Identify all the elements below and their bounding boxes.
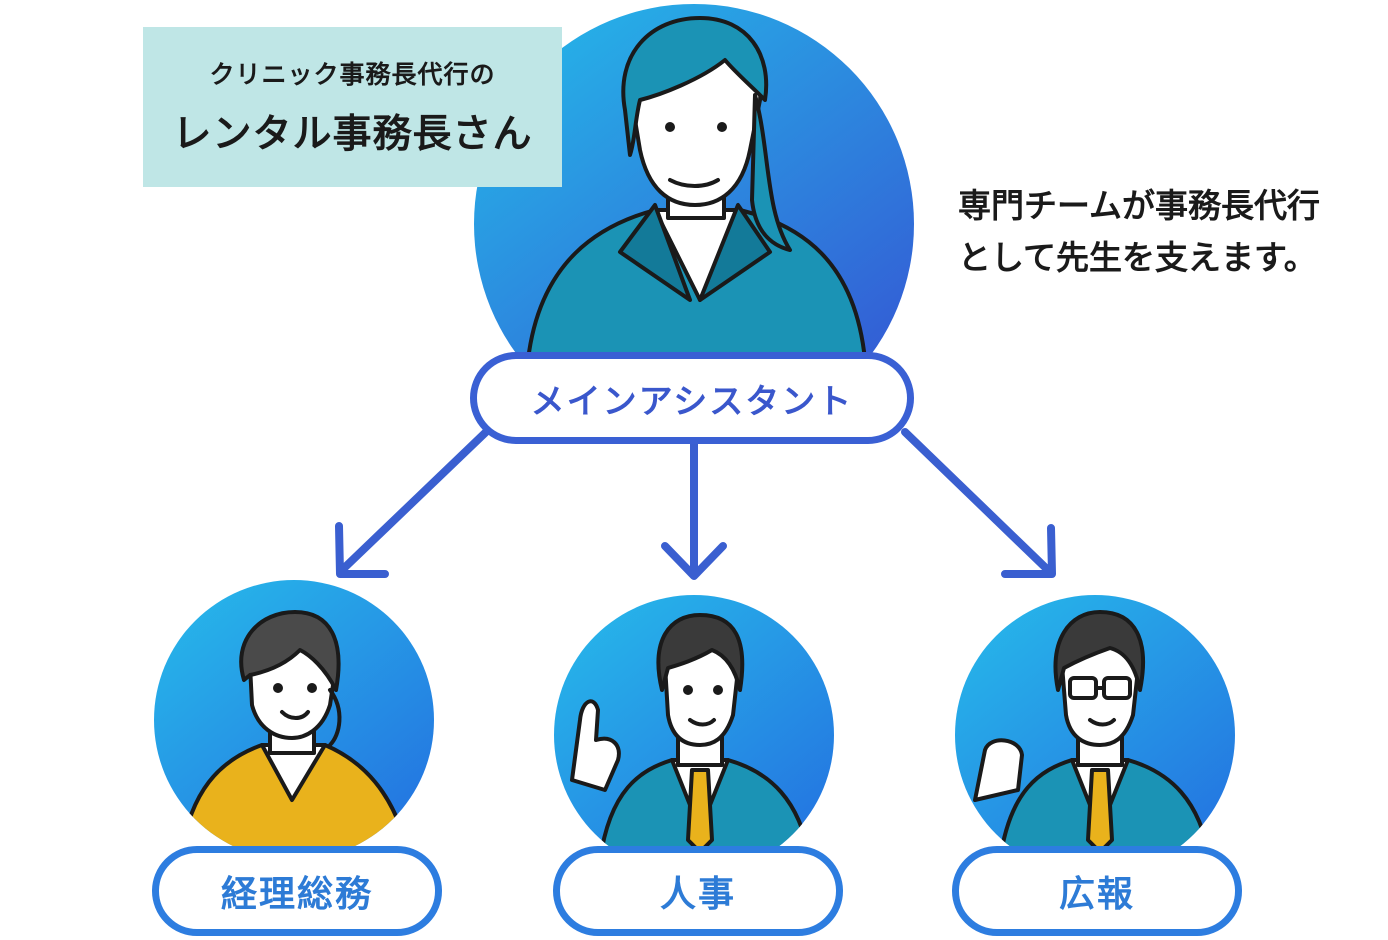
team-label-hr: 人事 <box>553 846 843 936</box>
hr-avatar <box>554 595 834 875</box>
tagline-line-2: として先生を支えます。 <box>958 238 1317 277</box>
accounting-avatar <box>154 580 434 860</box>
team-label-accounting: 経理総務 <box>152 846 442 936</box>
arrow-to-hr <box>661 440 727 580</box>
arrows <box>335 428 1056 580</box>
tagline-line-1: 専門チームが事務長代行 <box>958 186 1321 225</box>
service-subtitle: クリニック事務長代行の <box>209 60 496 89</box>
team-label-pr: 広報 <box>952 846 1242 936</box>
main-assistant-label: メインアシスタント <box>470 352 914 444</box>
pr-avatar <box>955 595 1235 875</box>
arrow-to-accounting <box>335 428 490 578</box>
tagline: 専門チームが事務長代行 として先生を支えます。 <box>958 180 1388 284</box>
main-assistant-avatar <box>474 4 914 444</box>
service-title: レンタル事務長さん <box>172 112 533 157</box>
service-title-box: クリニック事務長代行の レンタル事務長さん <box>143 27 562 187</box>
arrow-to-pr <box>901 428 1056 578</box>
